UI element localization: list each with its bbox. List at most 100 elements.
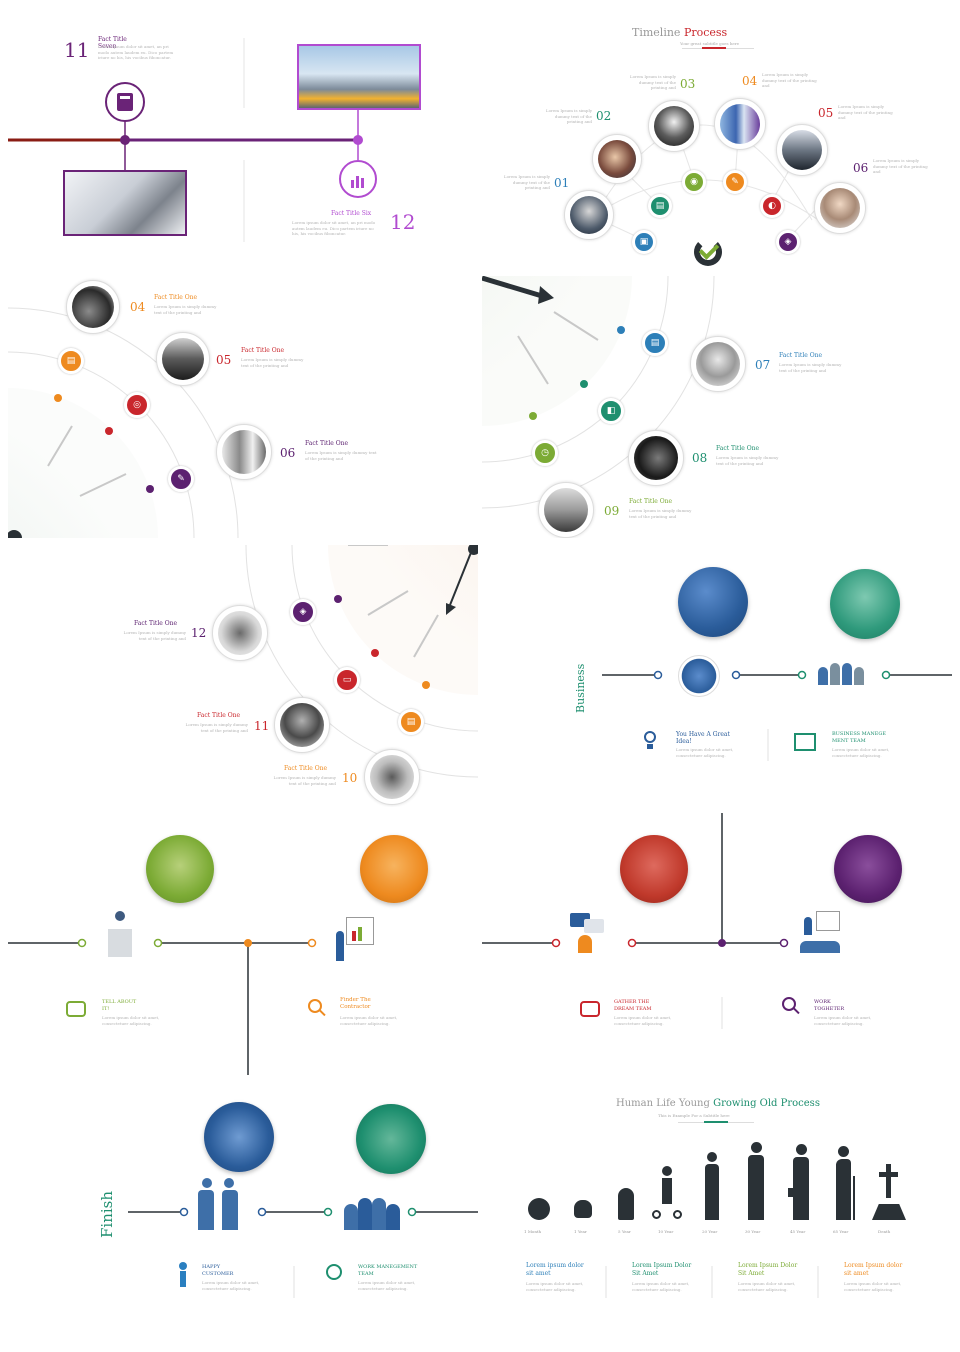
photo-purple-businessman [834, 835, 902, 903]
fact-text-07: Lorem Ipsum is simply dummy text of the … [779, 362, 842, 373]
process-text-04: Lorem Ipsum is simply dummy text of the … [762, 72, 817, 88]
process-text-01: Lorem Ipsum is simply dummy text of the … [503, 174, 550, 190]
fact-photo-07 [690, 336, 746, 392]
fact-title-left: Fact Title Seven [98, 36, 127, 50]
happy-customer-title: HAPPY CUSTOMER [202, 1264, 234, 1277]
age-label-2: 1 Year [574, 1229, 587, 1234]
clock-face [245, 545, 478, 778]
fact-body-left: Lorem ipsum dolor sit amet, an pri modo … [98, 44, 174, 60]
adult-silhouette [746, 1142, 766, 1220]
process-photo-04 [714, 98, 766, 150]
fact-icon-08: ◧ [598, 398, 624, 424]
fingerprint-search-icon [308, 999, 326, 1019]
process-num-05: 05 [818, 106, 834, 120]
process-photo-03 [648, 100, 700, 152]
clock-face [8, 307, 239, 538]
fact-body-right: Lorem ipsum dolor sit amet, an pri modo … [292, 220, 376, 236]
fact-photo-09 [538, 482, 594, 538]
business-photo-green [830, 569, 900, 639]
fact-num-08: 08 [692, 451, 708, 465]
process-text-06: Lorem Ipsum is simply dummy text of the … [873, 158, 928, 174]
age-label-1: 1 Month [524, 1229, 542, 1234]
process-num-03: 03 [680, 77, 696, 91]
age-label-7: 45 Year [790, 1229, 806, 1234]
fact-number-left: 11 [64, 38, 90, 62]
toddler-silhouette [618, 1188, 634, 1220]
slide-clock-facts-04-06: ▤ ◎ ✎ 04 Fact Title One Lorem Ipsum is s… [8, 276, 478, 538]
process-num-02: 02 [596, 109, 612, 123]
presenter-audience-icon [800, 911, 840, 955]
money-icon [580, 1001, 600, 1017]
process-icon-04: ✎ [723, 170, 747, 194]
fact-num-04: 04 [130, 300, 146, 314]
dream-team-title: GATHER THE DREAM TEAM [614, 999, 652, 1012]
business-item-title-1: You Have A Great Idea! [676, 731, 730, 745]
check-arrow-icon [694, 232, 728, 266]
elderly-cane-silhouette [832, 1146, 856, 1220]
slide-timeline-process: Timeline Process Your great subtitle goe… [482, 10, 952, 272]
business-item-text-1: Lorem ipsum dolor sit amet, consectetuer… [676, 747, 734, 758]
fact-icon-12: ◈ [290, 599, 316, 625]
process-icon-06: ◈ [776, 230, 800, 254]
fact-number-right: 12 [390, 210, 416, 234]
process-title-accent: Process [683, 26, 728, 39]
fact-photo-12 [212, 605, 268, 661]
slide-business: Business You Have A Great Idea! Lorem ip… [482, 545, 952, 807]
lightbulb-icon [642, 731, 658, 751]
fact-photo-08 [628, 430, 684, 486]
child-scooter-silhouette [652, 1166, 682, 1220]
column-text-1: Lorem ipsum dolor sit amet, consectetuer… [526, 1281, 584, 1292]
team-group-icon [816, 657, 866, 687]
photo-green-portrait [146, 835, 214, 903]
process-photo-05 [776, 124, 828, 176]
fact-photo-10 [364, 749, 420, 805]
process-num-04: 04 [742, 74, 758, 88]
fact-icon-11: ▭ [334, 667, 360, 693]
finish-line [128, 1207, 478, 1298]
laptop-photo [63, 170, 187, 236]
column-text-4: Lorem ipsum dolor sit amet, consectetuer… [844, 1281, 902, 1292]
process-title-plain: Timeline [632, 26, 681, 39]
photo-green-walker [356, 1104, 426, 1174]
slide-clock-facts-10-12: ◈ ▭ ▤ 12 Fact Title One Lorem Ipsum is s… [8, 545, 478, 807]
chart-icon [339, 160, 377, 198]
fact-photo-06 [216, 424, 272, 480]
finder-title: Finder The Contractor [340, 997, 371, 1010]
fact-title-05: Fact Title One [241, 347, 285, 354]
money-icon [66, 1001, 86, 1017]
age-label-8: 65 Year [833, 1229, 849, 1234]
fact-num-09: 09 [604, 504, 620, 518]
fact-icon-04: ▤ [58, 348, 84, 374]
finder-text: Lorem ipsum dolor sit amet, consectetuer… [340, 1015, 398, 1026]
process-text-02: Lorem Ipsum is simply dummy text of the … [545, 108, 592, 124]
support-agent-icon [326, 1264, 342, 1280]
fact-photo-04 [66, 280, 120, 334]
process-icon-01: ▣ [632, 230, 656, 254]
timeline-lines [8, 38, 363, 242]
tell-title: TELL ABOUT IT! [102, 999, 137, 1012]
infant-silhouette [528, 1198, 550, 1220]
slide-clock-facts-07-09: ▤ ◧ ◷ 07 Fact Title One Lorem Ipsum is s… [482, 276, 952, 538]
work-management-text: Lorem ipsum dolor sit amet, consectetuer… [358, 1280, 416, 1291]
globe-icon [678, 655, 720, 697]
process-line [482, 813, 789, 1029]
happy-customer-text: Lorem ipsum dolor sit amet, consectetuer… [202, 1280, 260, 1291]
work-together-text: Lorem ipsum dolor sit amet, consectetuer… [814, 1015, 872, 1026]
fact-num-05: 05 [216, 353, 232, 367]
business-photo-blue [678, 567, 748, 637]
presenter-board-icon [334, 917, 374, 967]
life-subtitle: This is Example For a Subtitle here [658, 1113, 730, 1118]
handshake-icon [196, 1178, 244, 1232]
calculator-icon [105, 82, 145, 122]
fact-title-10: Fact Title One [284, 765, 328, 772]
life-title: Human Life Young Growing Old Process [616, 1098, 820, 1109]
age-label-6: 30 Year [745, 1229, 761, 1234]
subtitle-underline-accent [702, 47, 726, 49]
fact-num-06: 06 [280, 446, 296, 460]
fact-text-06: Lorem Ipsum is simply dummy text of the … [305, 450, 377, 461]
tell-text: Lorem ipsum dolor sit amet, consectetuer… [102, 1015, 160, 1026]
business-team-icon [344, 1192, 400, 1232]
fact-text-12: Lorem Ipsum is simply dummy text of the … [123, 630, 186, 641]
fingerprint-search-icon [782, 997, 800, 1017]
side-label-business: Business [574, 663, 587, 713]
